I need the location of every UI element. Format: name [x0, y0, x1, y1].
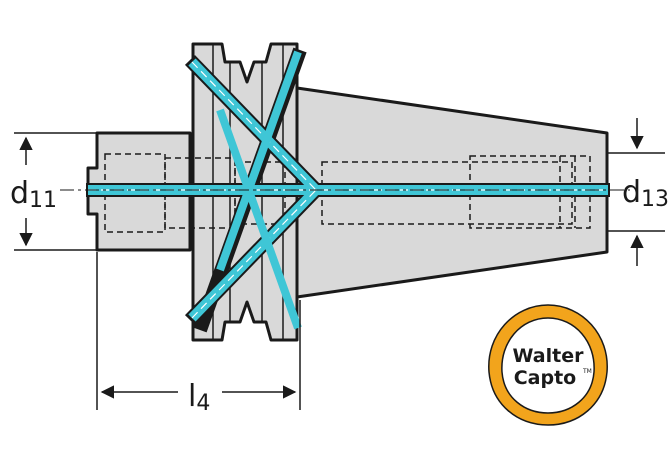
label-d11: d11: [10, 176, 57, 213]
dimension-d11: [14, 132, 190, 251]
label-l4: l4: [188, 379, 210, 416]
dimension-d13: [607, 118, 665, 266]
logo-tm: TM: [582, 368, 592, 375]
logo-line2: Capto: [514, 367, 577, 389]
walter-capto-logo: Walter Capto TM: [488, 304, 608, 426]
label-d13: d13: [622, 175, 669, 212]
logo-line1: Walter: [513, 345, 585, 367]
dimension-l4: [96, 252, 301, 410]
